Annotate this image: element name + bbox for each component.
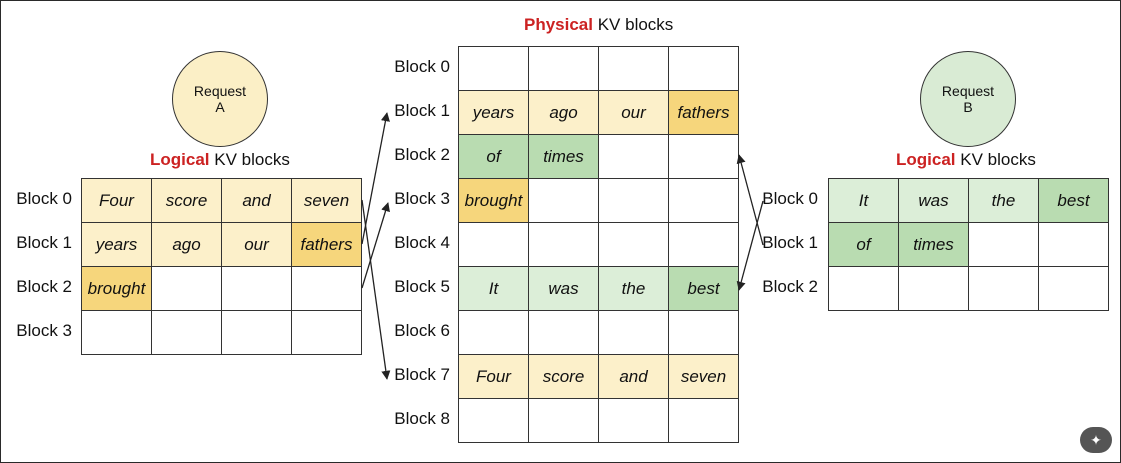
physical-cell-r3-c1: [529, 179, 599, 223]
physical-cell-r5-c0: It: [459, 267, 529, 311]
physical-cell-r1-c0: years: [459, 91, 529, 135]
physical-cell-r8-c3: [669, 399, 739, 443]
arrow-b-block0-to-physical5: [736, 200, 764, 291]
request-a-cell-r2-c2: [222, 267, 292, 311]
physical-cell-r0-c1: [529, 47, 599, 91]
physical-cell-r7-c1: score: [529, 355, 599, 399]
physical-cell-r2-c2: [599, 135, 669, 179]
request-a-cell-r2-c1: [152, 267, 222, 311]
physical-row-label: Block 1: [394, 101, 450, 120]
request-a-cell-r0-c0: Four: [82, 179, 152, 223]
physical-cell-r4-c2: [599, 223, 669, 267]
request-a-cell-r1-c0: years: [82, 223, 152, 267]
physical-cell-r0-c0: [459, 47, 529, 91]
request-b-cell-r0-c3: best: [1039, 179, 1109, 223]
request-a-cell-r2-c3: [292, 267, 362, 311]
request-a-cell-r3-c2: [222, 311, 292, 355]
request-b-cell-r0-c2: the: [969, 179, 1039, 223]
physical-cell-r5-c2: the: [599, 267, 669, 311]
physical-row-label: Block 4: [394, 233, 450, 252]
arrow-a-block2-to-physical3: [361, 202, 390, 289]
physical-cell-r1-c1: ago: [529, 91, 599, 135]
physical-cell-r5-c1: was: [529, 267, 599, 311]
arrow-a-block1-to-physical1: [361, 112, 390, 245]
physical-cell-r4-c3: [669, 223, 739, 267]
request-a-row-label: Block 0: [16, 189, 72, 208]
request-a-cell-r0-c2: and: [222, 179, 292, 223]
physical-cell-r1-c3: fathers: [669, 91, 739, 135]
physical-row-label: Block 0: [394, 57, 450, 76]
physical-cell-r1-c2: our: [599, 91, 669, 135]
request-a-cell-r3-c3: [292, 311, 362, 355]
physical-cell-r6-c0: [459, 311, 529, 355]
physical-cell-r7-c0: Four: [459, 355, 529, 399]
request-b-cell-r2-c2: [969, 267, 1039, 311]
physical-cell-r3-c2: [599, 179, 669, 223]
physical-cell-r7-c2: and: [599, 355, 669, 399]
physical-cell-r2-c0: of: [459, 135, 529, 179]
request-a-row-label: Block 2: [16, 277, 72, 296]
physical-cell-r3-c0: brought: [459, 179, 529, 223]
physical-cell-r0-c2: [599, 47, 669, 91]
physical-cell-r6-c1: [529, 311, 599, 355]
request-b-cell-r1-c2: [969, 223, 1039, 267]
request-b-cell-r0-c1: was: [899, 179, 969, 223]
request-b-cell-r2-c0: [829, 267, 899, 311]
arrow-a-block0-to-physical7: [361, 199, 391, 380]
request-a-cell-r3-c0: [82, 311, 152, 355]
physical-row-label: Block 2: [394, 145, 450, 164]
physical-cell-r8-c2: [599, 399, 669, 443]
magic-wand-icon[interactable]: ✦: [1080, 427, 1112, 453]
request-b-row-label: Block 0: [762, 189, 818, 208]
request-b-row-label: Block 2: [762, 277, 818, 296]
physical-row-label: Block 6: [394, 321, 450, 340]
request-a-cell-r0-c3: seven: [292, 179, 362, 223]
request-a-row-label: Block 1: [16, 233, 72, 252]
request-b-cell-r2-c3: [1039, 267, 1109, 311]
request-b-cell-r0-c0: It: [829, 179, 899, 223]
request-b-cell-r1-c0: of: [829, 223, 899, 267]
physical-row-label: Block 8: [394, 409, 450, 428]
physical-cell-r8-c0: [459, 399, 529, 443]
request-b-circle: Request B: [920, 51, 1016, 147]
request-a-cell-r1-c1: ago: [152, 223, 222, 267]
request-b-cell-r1-c1: times: [899, 223, 969, 267]
request-a-cell-r2-c0: brought: [82, 267, 152, 311]
request-a-cell-r0-c1: score: [152, 179, 222, 223]
request-a-cell-r3-c1: [152, 311, 222, 355]
request-a-circle: Request A: [172, 51, 268, 147]
physical-row-label: Block 7: [394, 365, 450, 384]
physical-cell-r6-c3: [669, 311, 739, 355]
request-b-logical-title: Logical KV blocks: [896, 150, 1036, 169]
physical-cell-r7-c3: seven: [669, 355, 739, 399]
physical-row-label: Block 5: [394, 277, 450, 296]
request-a-cell-r1-c3: fathers: [292, 223, 362, 267]
arrow-b-block1-to-physical2: [736, 154, 764, 246]
request-b-cell-r2-c1: [899, 267, 969, 311]
physical-row-label: Block 3: [394, 189, 450, 208]
request-b-row-label: Block 1: [762, 233, 818, 252]
request-a-row-label: Block 3: [16, 321, 72, 340]
physical-cell-r8-c1: [529, 399, 599, 443]
physical-cell-r2-c1: times: [529, 135, 599, 179]
physical-cell-r0-c3: [669, 47, 739, 91]
physical-title: Physical KV blocks: [524, 15, 674, 34]
physical-cell-r4-c0: [459, 223, 529, 267]
request-a-logical-title: Logical KV blocks: [150, 150, 290, 169]
physical-cell-r3-c3: [669, 179, 739, 223]
physical-cell-r4-c1: [529, 223, 599, 267]
request-b-cell-r1-c3: [1039, 223, 1109, 267]
request-a-cell-r1-c2: our: [222, 223, 292, 267]
physical-cell-r6-c2: [599, 311, 669, 355]
